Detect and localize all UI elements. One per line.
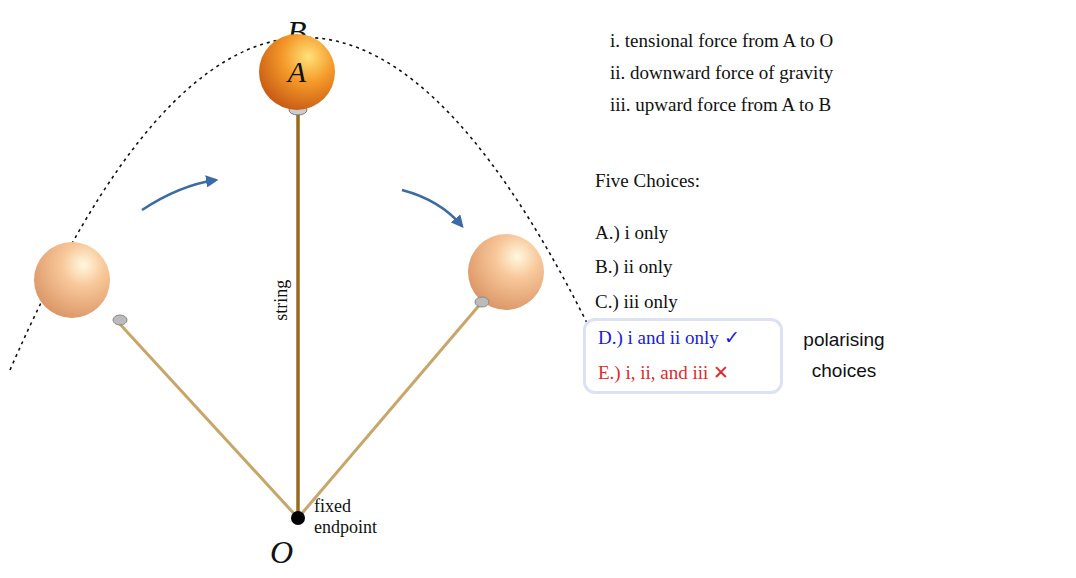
ball-knob <box>475 297 489 307</box>
motion-arrow <box>402 190 462 226</box>
box-heading: polarising choices <box>794 325 894 386</box>
motion-arrow <box>142 180 216 210</box>
option-statement: i. tensional force from A to O <box>610 30 833 52</box>
option-statement: ii. downward force of gravity <box>610 62 833 84</box>
ball-label: A <box>288 55 306 89</box>
faded-string <box>118 322 298 518</box>
highlight-box: D.) i and ii only ✓E.) i, ii, and iii ✕p… <box>583 318 783 394</box>
fixed-point <box>291 511 305 525</box>
endpoint-label: fixed endpoint <box>314 496 384 537</box>
faded-ball <box>468 234 544 310</box>
string-label: string <box>272 279 293 320</box>
answer-choice: D.) i and ii only ✓ <box>598 327 768 350</box>
pendulum-ball: A <box>259 34 335 110</box>
faded-string <box>298 302 482 518</box>
answer-choice: E.) i, ii, and iii ✕ <box>598 362 768 385</box>
answer-choice: A.) i only <box>595 222 668 244</box>
ball-knob <box>113 315 127 325</box>
faded-ball <box>34 242 110 318</box>
string-line <box>296 112 300 518</box>
answer-choice: B.) ii only <box>595 256 673 278</box>
answer-choice: C.) iii only <box>595 291 678 313</box>
point-label: O <box>270 534 293 571</box>
option-statement: iii. upward force from A to B <box>610 94 831 116</box>
choices-heading: Five Choices: <box>595 170 700 192</box>
